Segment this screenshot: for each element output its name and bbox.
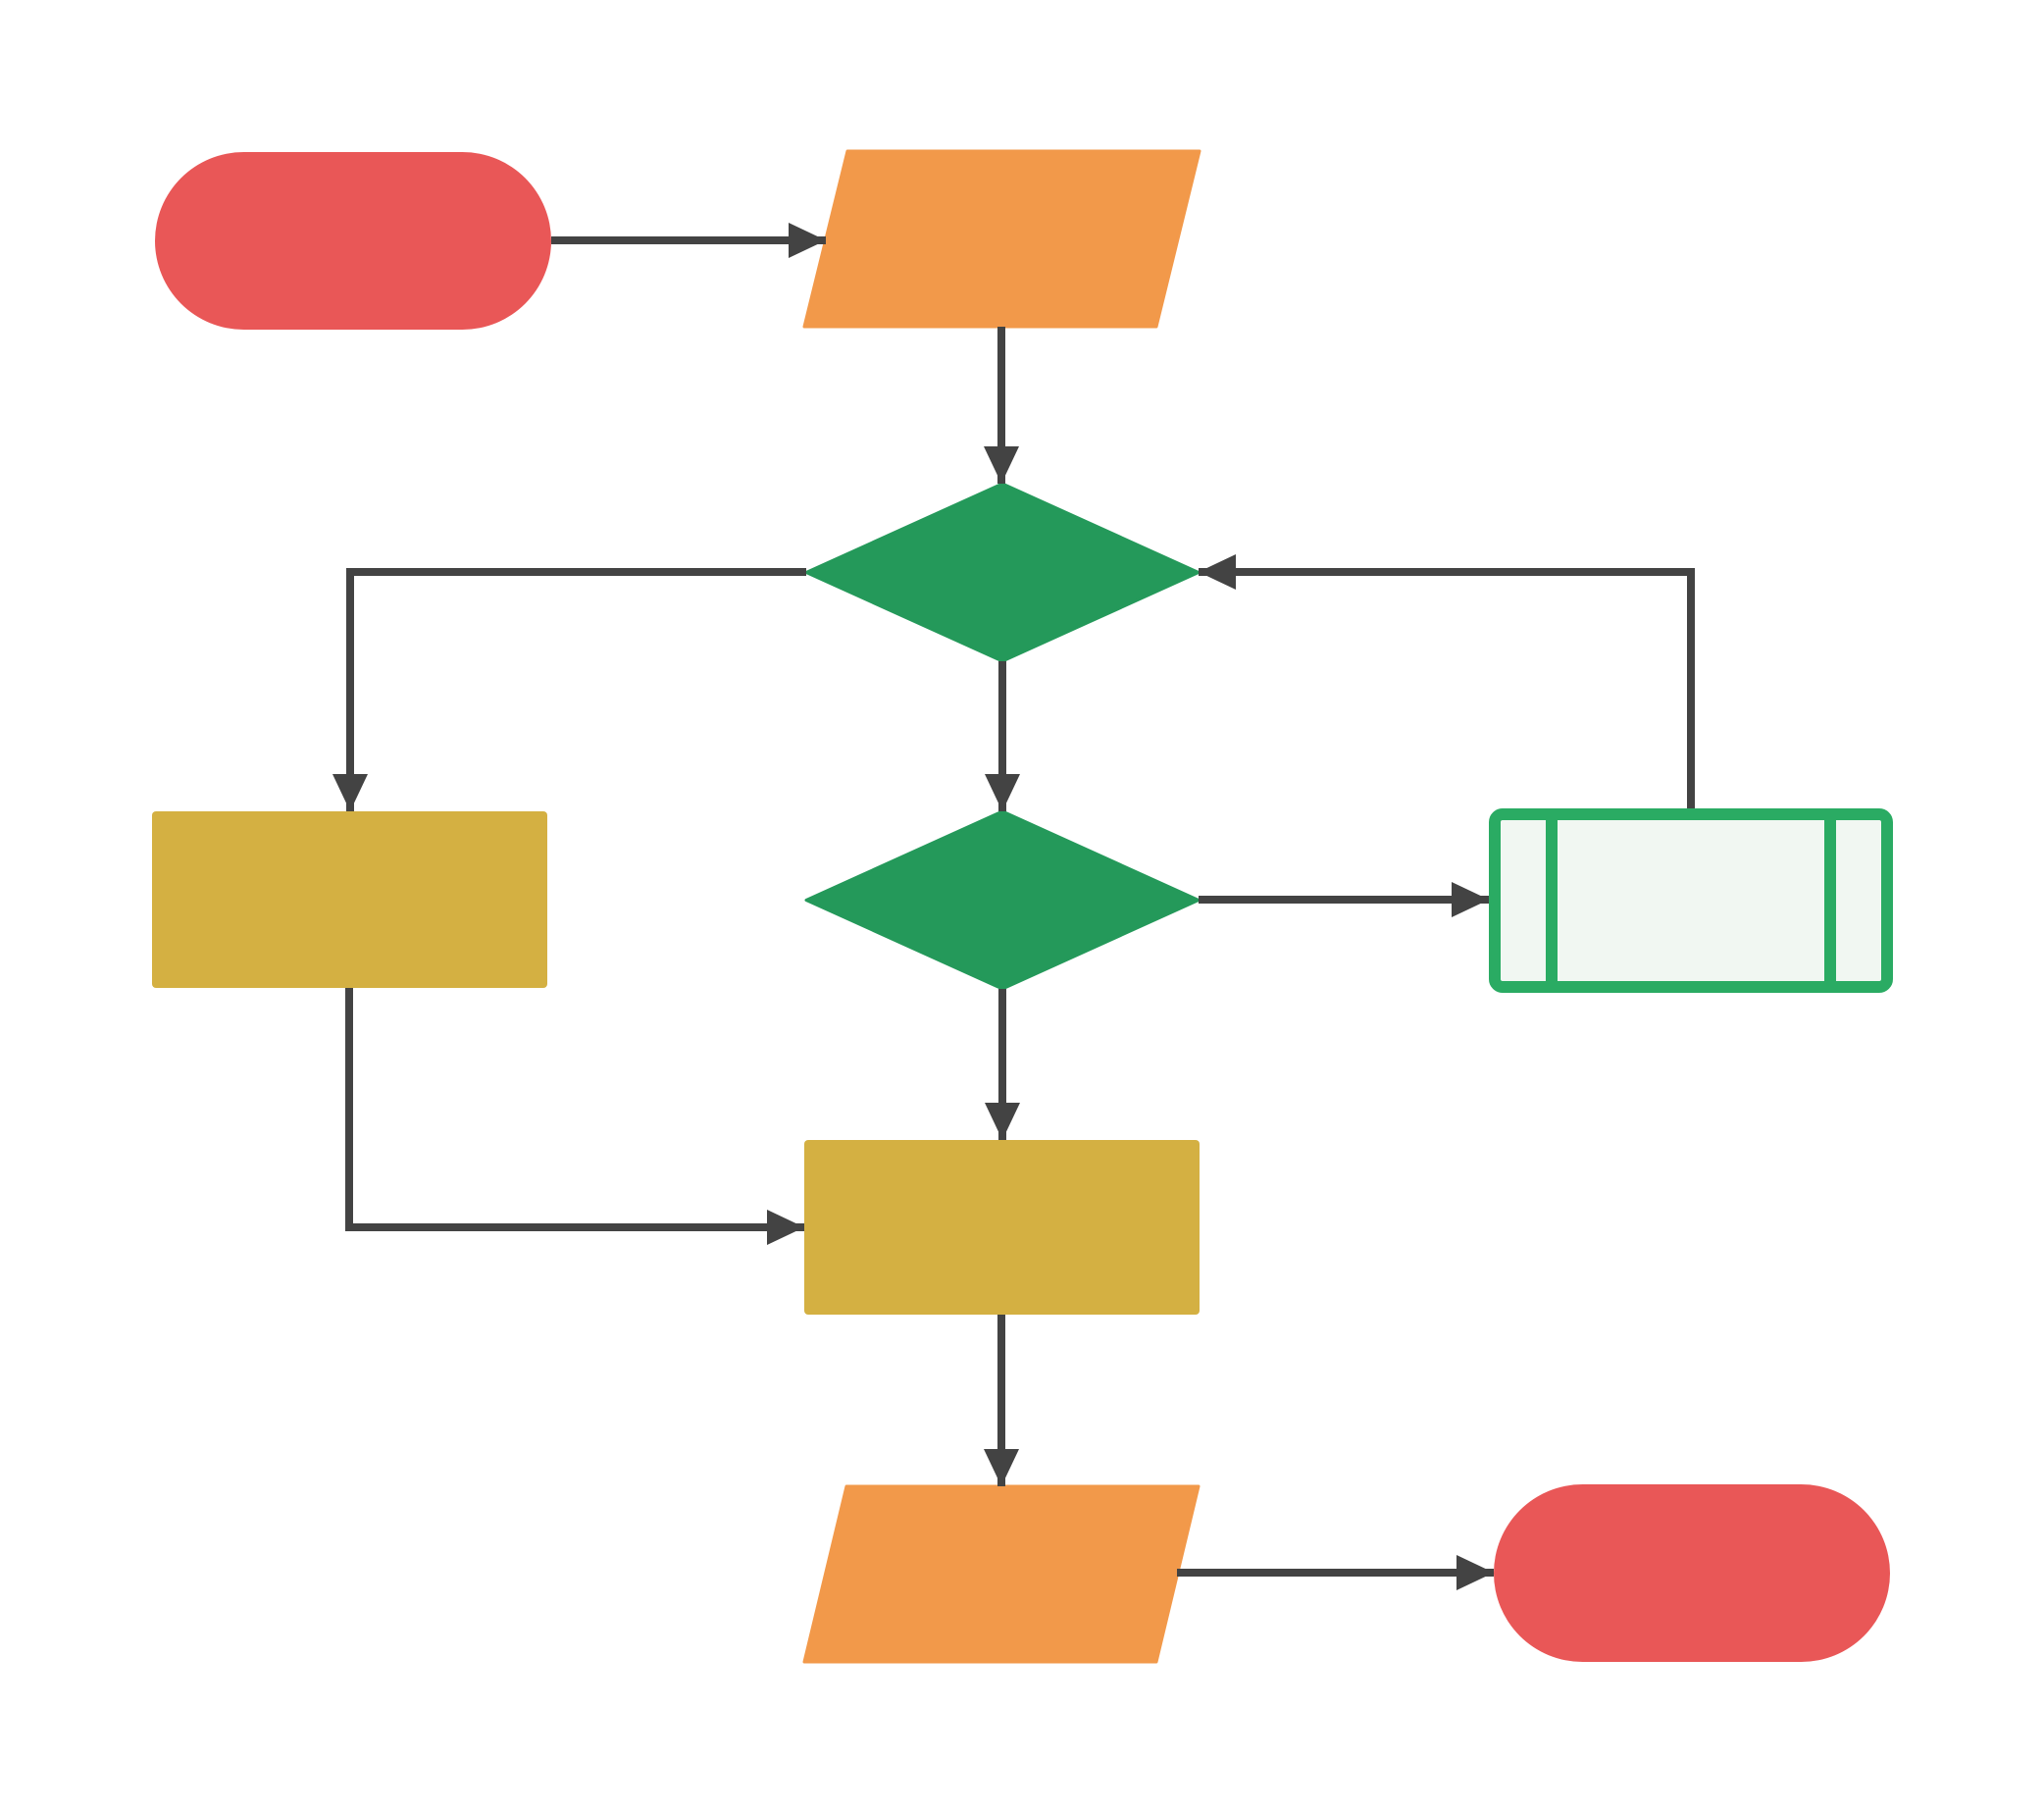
io-input-top — [802, 149, 1201, 329]
edge-predefined-to-decision-1 — [1199, 554, 1695, 808]
terminator-end — [1494, 1484, 1890, 1662]
decision-2 — [804, 809, 1201, 991]
edge-decision-1-to-process-left — [332, 568, 806, 811]
process-left — [152, 811, 547, 988]
decision-1 — [804, 482, 1201, 663]
io-output-bottom — [802, 1484, 1201, 1664]
terminator-start — [155, 152, 551, 330]
process-center — [804, 1140, 1200, 1315]
edge-process-left-to-center — [345, 988, 804, 1245]
predefined-process — [1489, 808, 1893, 993]
